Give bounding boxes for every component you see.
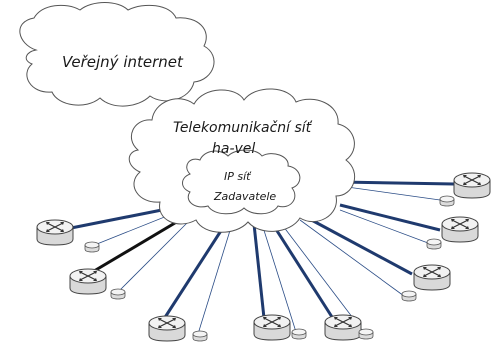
router-icon <box>324 314 362 341</box>
ip-network-label-line2: Zadavatele <box>213 190 276 203</box>
modem-icon <box>358 328 374 340</box>
router-group-5 <box>253 314 307 341</box>
link-dark <box>83 212 191 279</box>
public-internet-label: Veřejný internet <box>62 53 184 71</box>
link-thin <box>339 185 441 201</box>
modem-icon <box>401 290 417 302</box>
link-thick <box>339 180 455 186</box>
connection-lines <box>55 180 455 335</box>
ip-network-cloud <box>182 149 301 215</box>
link-thick <box>339 203 441 232</box>
link-thin <box>299 219 405 297</box>
link-thin <box>339 209 429 244</box>
router-icon <box>148 315 186 342</box>
modem-icon <box>192 330 208 342</box>
router-group-7 <box>69 268 126 300</box>
link-thick <box>252 223 266 319</box>
modem-icon <box>291 328 307 340</box>
ip-network-label-line1: IP síť <box>224 170 252 183</box>
telecom-network-label-line2: ha-vel <box>212 141 255 157</box>
modem-icon <box>84 241 100 253</box>
link-thin <box>279 221 363 331</box>
link-thick <box>303 214 413 276</box>
router-group-2 <box>426 216 479 250</box>
router-icon <box>253 314 291 341</box>
modem-icon <box>426 238 442 250</box>
link-thin <box>197 223 233 335</box>
router-icon <box>413 264 451 291</box>
modem-icon <box>439 195 455 207</box>
router-group-3 <box>401 264 451 302</box>
router-icon <box>69 268 107 295</box>
link-thick <box>270 222 334 318</box>
public-internet-cloud <box>19 2 215 107</box>
telecom-network-label-line1: Telekomunikační síť <box>173 120 313 136</box>
router-group-4 <box>324 314 374 341</box>
link-thick <box>160 222 228 323</box>
router-icon <box>453 172 491 199</box>
router-icon <box>36 219 74 246</box>
router-group-6 <box>148 315 208 342</box>
router-icon <box>441 216 479 243</box>
link-thin <box>117 217 193 293</box>
modem-icon <box>110 288 126 300</box>
link-thin <box>261 223 297 333</box>
router-group-1 <box>439 172 491 207</box>
